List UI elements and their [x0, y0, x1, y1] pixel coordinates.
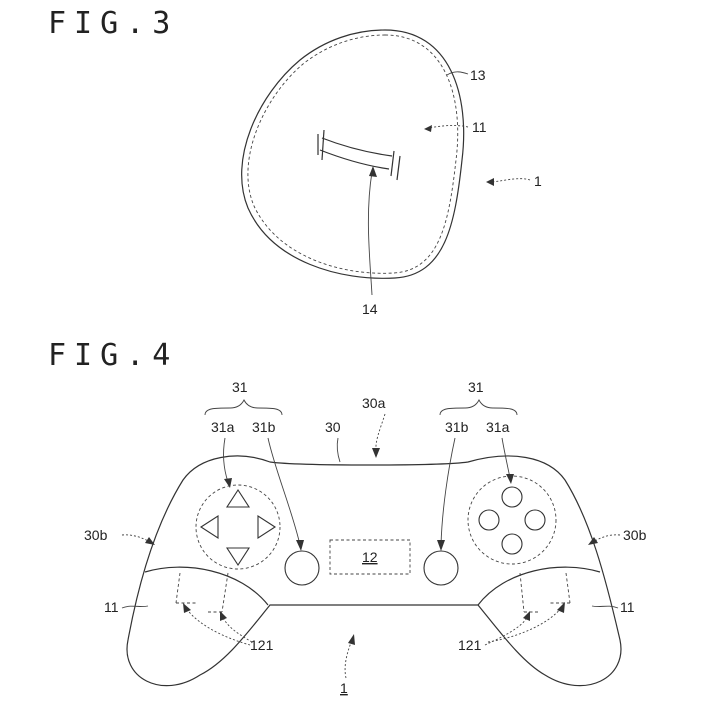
right-analog-stick — [423, 550, 459, 586]
label-30b-right: 30b — [623, 527, 647, 543]
fig4-title: FIG.4 — [48, 338, 178, 373]
leader-121-left-b — [221, 615, 253, 643]
leader-31a-right — [501, 437, 511, 479]
label-121-left: 121 — [250, 637, 274, 653]
dpad-up-icon — [225, 488, 251, 508]
face-button-top — [501, 486, 523, 508]
leader-11-fig3 — [427, 125, 469, 129]
label-30a: 30a — [362, 395, 386, 411]
leader-30 — [336, 437, 341, 463]
label-31a-right: 31a — [486, 419, 510, 435]
leader-30a — [375, 413, 386, 453]
label-12: 12 — [362, 549, 378, 565]
leader-1-fig4 — [344, 639, 353, 679]
left-sensor-region — [175, 572, 229, 613]
display-region — [329, 539, 411, 575]
right-grip-boundary — [477, 566, 601, 606]
dpad-dashed-circle — [195, 484, 281, 570]
right-face-buttons — [467, 475, 557, 565]
label-13: 13 — [470, 67, 486, 83]
bracket-31-left — [204, 398, 283, 416]
label-1-fig3: 1 — [534, 173, 542, 189]
leader-121-left-a — [185, 607, 251, 646]
label-1-fig4: 1 — [340, 680, 348, 696]
left-direction-pad — [195, 484, 281, 570]
dpad-right-icon — [257, 514, 277, 540]
fig3-egg-shaped-body — [241, 29, 465, 279]
bracket-31-right — [439, 398, 518, 416]
leader-31a-left — [223, 437, 229, 483]
label-31b-right: 31b — [445, 419, 469, 435]
leader-11-left — [121, 605, 149, 609]
label-11-left: 11 — [104, 599, 119, 615]
leader-30b-left — [121, 534, 151, 543]
leader-31b-left — [267, 437, 301, 546]
label-14: 14 — [362, 301, 378, 317]
fig3-slit-element — [317, 129, 401, 181]
face-button-left — [478, 509, 500, 531]
left-analog-stick — [284, 550, 320, 586]
right-sensor-region — [519, 572, 571, 613]
leader-1-fig3 — [489, 178, 531, 183]
leader-13 — [446, 71, 469, 76]
leader-11-right — [591, 605, 619, 609]
label-11-fig3: 11 — [472, 119, 487, 135]
label-31-right: 31 — [468, 379, 484, 395]
left-grip-boundary — [144, 566, 269, 606]
label-31a-left: 31a — [211, 419, 235, 435]
leader-31b-right — [440, 437, 456, 546]
label-11-right: 11 — [620, 599, 635, 615]
face-button-bottom — [501, 533, 523, 555]
fig4-controller-body — [126, 455, 622, 687]
label-31-left: 31 — [232, 379, 248, 395]
label-31b-left: 31b — [252, 419, 276, 435]
face-buttons-dashed-circle — [467, 475, 557, 565]
egg-outer-outline — [241, 29, 465, 279]
controller-outline — [126, 455, 622, 687]
label-30: 30 — [325, 419, 341, 435]
leader-121-right-b — [487, 606, 563, 643]
dpad-down-icon — [225, 547, 251, 567]
fig3-title: FIG.3 — [48, 6, 178, 41]
egg-inner-dashed-outline — [247, 34, 459, 274]
leader-14 — [367, 171, 373, 296]
leader-30b-right — [592, 534, 621, 543]
label-121-right: 121 — [458, 637, 482, 653]
face-button-right — [524, 509, 546, 531]
label-30b-left: 30b — [84, 527, 108, 543]
dpad-left-icon — [199, 514, 219, 540]
